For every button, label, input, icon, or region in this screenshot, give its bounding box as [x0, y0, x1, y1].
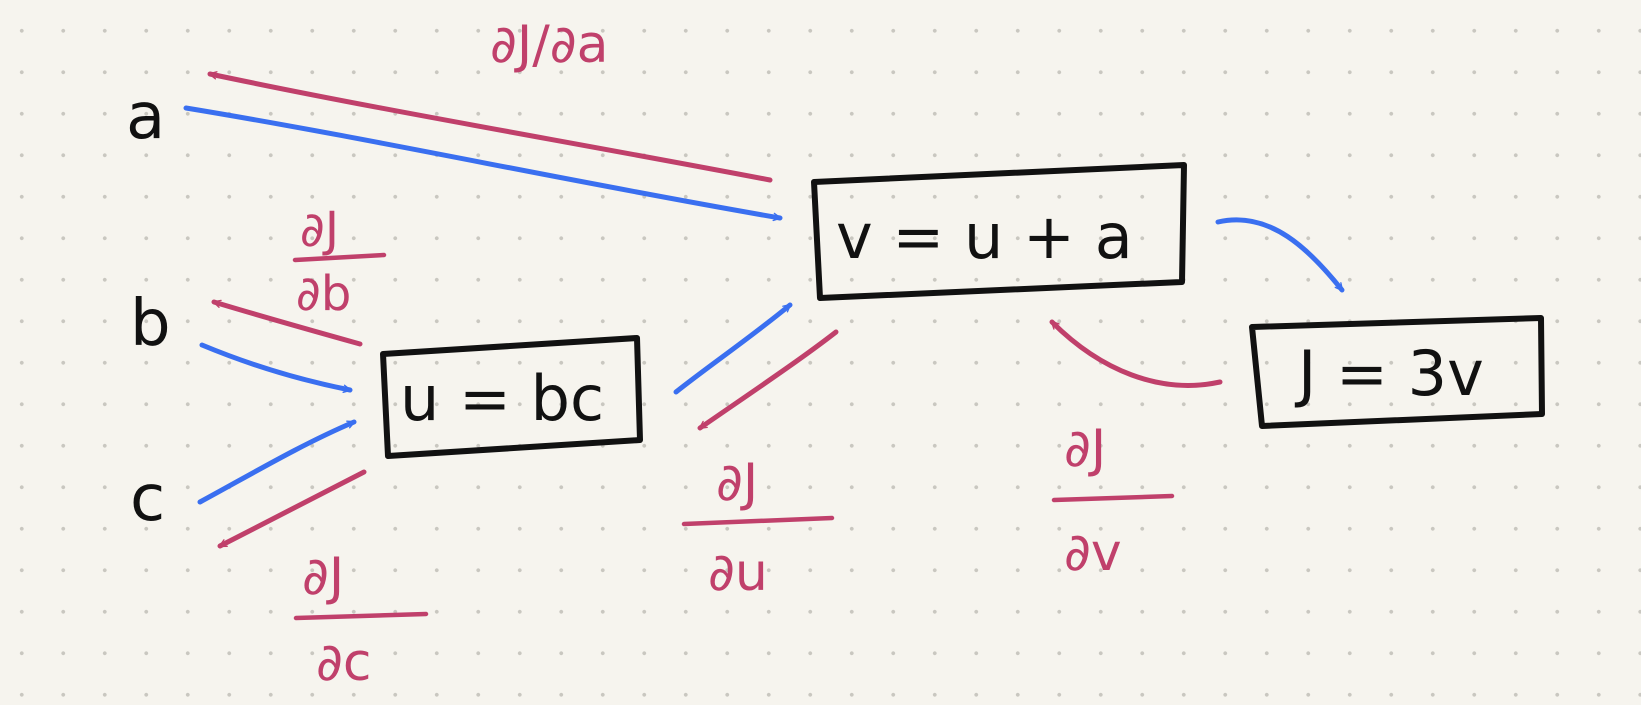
grad-dj-db-bar	[292, 252, 387, 263]
grad-dj-db: ∂J ∂b	[292, 202, 387, 322]
grad-dj-du: ∂J ∂u	[681, 453, 835, 603]
u-box-label: u = bc	[400, 362, 604, 435]
grad-dj-dv: ∂J ∂v	[1051, 419, 1175, 583]
forward-arrow-b-to-u	[199, 342, 353, 393]
forward-arrow-a-to-v	[183, 105, 783, 222]
backward-arrow-v-to-a	[207, 71, 773, 183]
u-box	[380, 335, 643, 459]
forward-arrow-u-to-v	[673, 302, 793, 395]
forward-arrow-v-to-j	[1215, 217, 1345, 293]
node-a-label: a	[126, 80, 165, 154]
grad-dj-dv-bar	[1051, 493, 1175, 503]
grad-dj-da: ∂J/∂a	[490, 15, 609, 75]
backward-arrow-u-to-c	[217, 469, 367, 549]
backward-arrow-j-to-v	[1049, 319, 1223, 388]
v-box	[811, 162, 1187, 301]
backward-arrow-v-to-u	[697, 329, 839, 431]
node-c-label: c	[130, 462, 165, 536]
grad-dj-dc-bar	[293, 611, 429, 621]
j-box-label: J = 3v	[1294, 337, 1484, 410]
j-box	[1249, 315, 1545, 429]
forward-arrow-c-to-u	[197, 419, 357, 505]
grad-dj-dc-denominator: ∂c	[316, 633, 371, 693]
grad-dj-du-denominator: ∂u	[708, 543, 768, 603]
grad-dj-dv-numerator: ∂J	[1064, 419, 1106, 479]
grad-dj-du-numerator: ∂J	[716, 453, 758, 513]
grad-dj-dc-numerator: ∂J	[302, 547, 344, 607]
grad-dj-dv-denominator: ∂v	[1064, 523, 1122, 583]
grad-dj-db-denominator: ∂b	[296, 266, 351, 322]
v-box-label: v = u + a	[836, 200, 1133, 273]
node-b-label: b	[130, 287, 171, 361]
backward-arrow-u-to-b	[211, 299, 363, 347]
grad-dj-dc: ∂J ∂c	[293, 547, 429, 693]
grad-dj-du-bar	[681, 515, 835, 527]
grad-dj-db-numerator: ∂J	[300, 202, 339, 258]
